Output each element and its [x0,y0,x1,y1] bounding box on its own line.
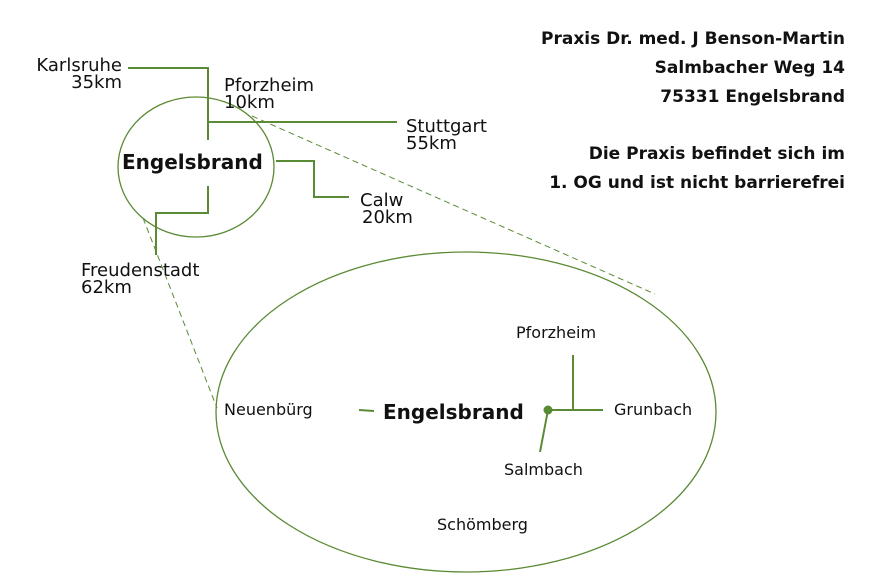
detail-label-pforzheim: Pforzheim [516,323,597,342]
route-freudenstadt [155,186,209,255]
practice-name: Praxis Dr. med. J Benson-Martin [541,29,845,49]
practice-street: Salmbacher Weg 14 [654,58,845,78]
address-block: Praxis Dr. med. J Benson-Martin Salmbach… [541,25,845,112]
note-line-1: Die Praxis befindet sich im [588,144,845,164]
overview-center-label: Engelsbrand [122,150,263,174]
route-detail-neuenburg [358,409,375,412]
stuttgart-distance: 55km [406,133,457,154]
detail-label-salmbach: Salmbach [504,460,583,479]
detail-label-neuenburg: Neuenbürg [224,400,313,419]
detail-circle [215,251,717,573]
accessibility-note: Die Praxis befindet sich im 1. OG und is… [549,140,845,198]
label-calw: Calw 20km [360,190,413,228]
calw-distance: 20km [362,207,413,228]
label-pforzheim: Pforzheim 10km [224,75,315,113]
route-karlsruhe [128,67,209,140]
freudenstadt-name: Freudenstadt [81,260,200,281]
zoom-line-left [142,217,218,409]
karlsruhe-distance: 35km [71,72,122,93]
detail-label-grunbach: Grunbach [614,400,693,419]
note-line-2: 1. OG und ist nicht barrierefrei [549,173,845,193]
route-calw [276,160,349,198]
label-stuttgart: Stuttgart 55km [406,116,487,154]
stuttgart-name: Stuttgart [406,116,487,137]
calw-name: Calw [360,190,404,211]
route-detail-salmbach [539,409,549,453]
label-karlsruhe: Karlsruhe 35km [20,55,122,93]
zoom-line-right [251,115,656,295]
detail-center-label: Engelsbrand [383,400,524,424]
pforzheim-name: Pforzheim [224,75,315,96]
freudenstadt-distance: 62km [81,277,132,298]
overview-circle [117,96,275,238]
engelsbrand-marker [543,405,553,415]
pforzheim-distance: 10km [224,92,275,113]
practice-city: 75331 Engelsbrand [660,87,845,107]
karlsruhe-name: Karlsruhe [36,55,122,76]
detail-label-schomberg: Schömberg [437,515,528,534]
label-freudenstadt: Freudenstadt 62km [81,260,200,298]
